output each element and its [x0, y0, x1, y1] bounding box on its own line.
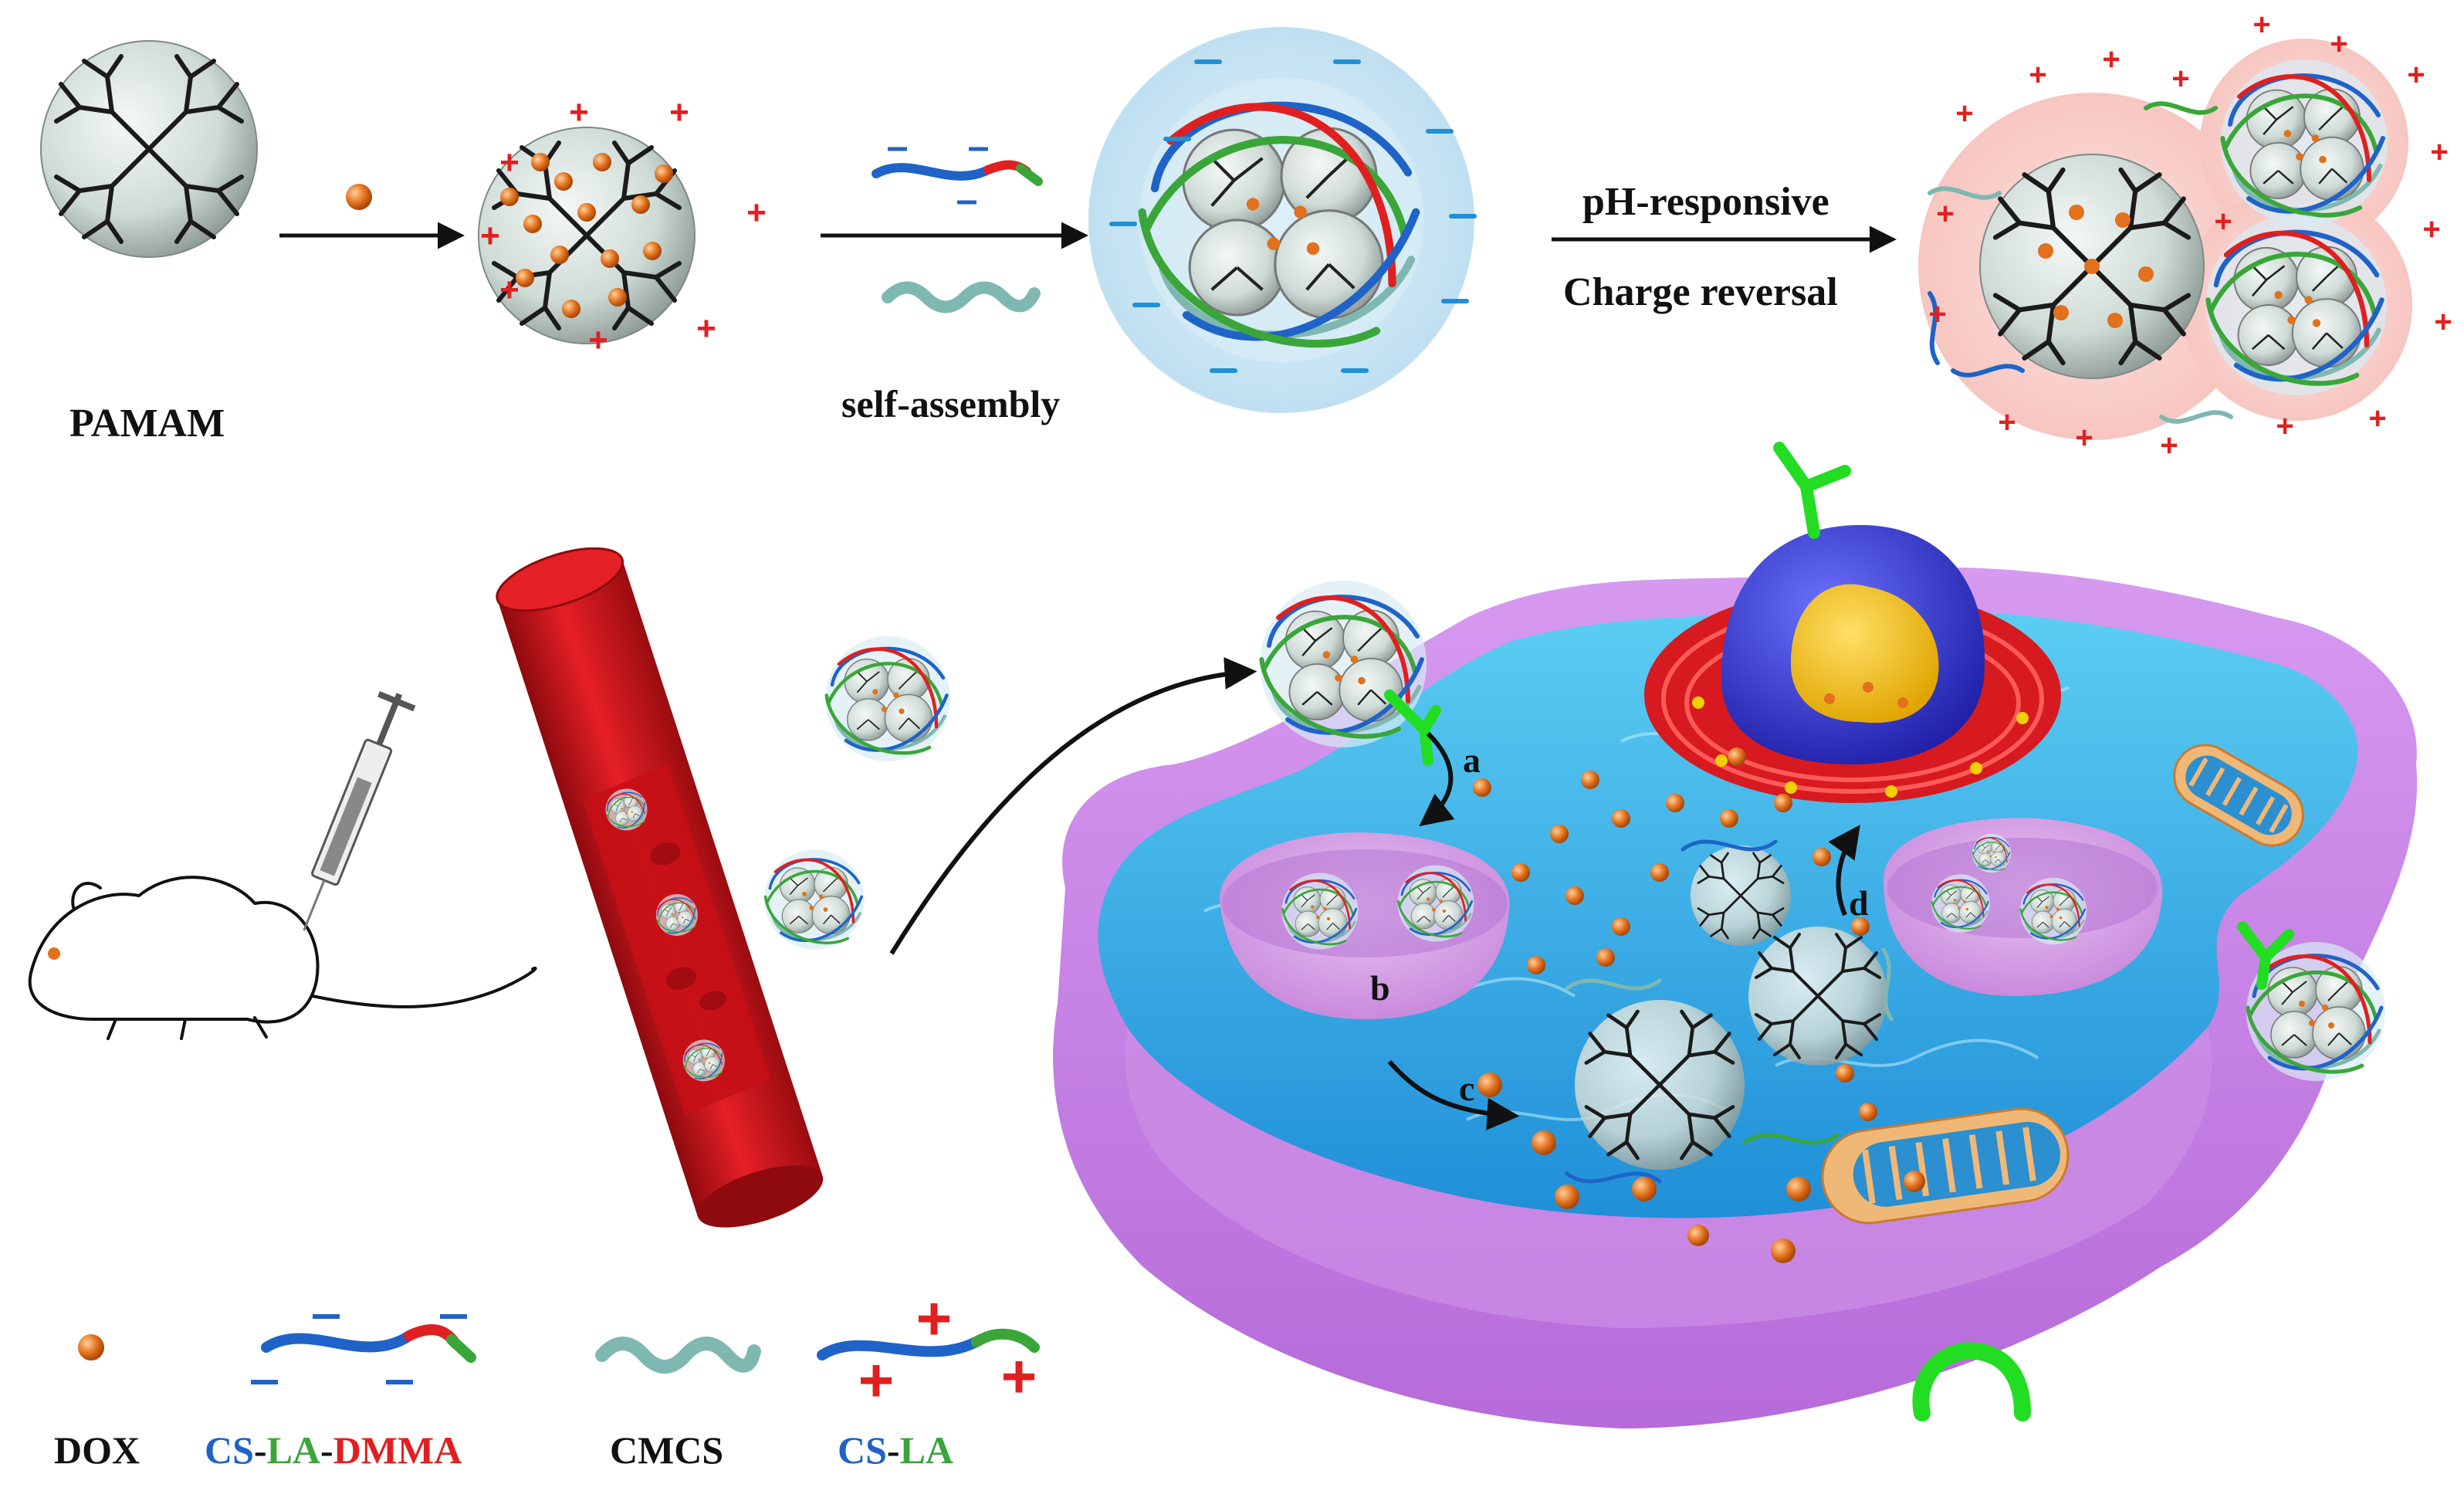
- svg-text:+: +: [588, 321, 608, 359]
- svg-text:+: +: [2422, 212, 2440, 246]
- legend-cs-la-label: CS-LA: [838, 1428, 953, 1472]
- released-polymers: [1565, 839, 1894, 1184]
- svg-text:+: +: [858, 1346, 895, 1415]
- svg-text:+: +: [746, 194, 767, 232]
- svg-text:+: +: [2029, 58, 2046, 92]
- svg-text:+: +: [2102, 42, 2120, 76]
- legend-cs-la-dmma-icon: [251, 1314, 476, 1384]
- legend-cs-la-charges: + + +: [858, 1284, 1037, 1415]
- endosome-icon-2: [1884, 818, 2163, 996]
- nanoparticle-icon: [825, 636, 950, 761]
- svg-text:+: +: [1936, 197, 1954, 231]
- free-dox: [1473, 747, 1925, 1263]
- svg-text:+: +: [669, 93, 689, 131]
- arrow-to-cell: [889, 657, 1257, 955]
- positive-charges-particles: + + + + + + + + + + + + + + + + + +: [1928, 8, 2452, 463]
- receptor-icon: [1773, 442, 1851, 539]
- svg-text:+: +: [2434, 305, 2452, 339]
- svg-text:+: +: [2075, 421, 2093, 455]
- svg-text:+: +: [2252, 8, 2270, 42]
- legend-dox-icon: [78, 1334, 104, 1361]
- ph-responsive-label: pH-responsive: [1582, 180, 1829, 224]
- polymer-chain-icon: [872, 147, 1043, 205]
- blood-vessel-icon: [496, 547, 824, 1228]
- svg-text:+: +: [499, 271, 520, 309]
- step-b-label: b: [1370, 968, 1390, 1008]
- legend-cs-la-icon: [817, 1328, 1040, 1361]
- nucleus-icon: [1644, 525, 2061, 803]
- svg-text:+: +: [2330, 27, 2347, 61]
- syringe-icon: [303, 691, 416, 931]
- nanoparticle-entering-icon: [1260, 581, 1427, 747]
- step-c-label: c: [1459, 1069, 1474, 1108]
- arrow-step-a: [1419, 731, 1455, 827]
- step-a-label: a: [1463, 740, 1481, 780]
- cmcs-chain-icon: [882, 281, 1041, 313]
- svg-text:+: +: [1001, 1342, 1037, 1411]
- svg-text:+: +: [2160, 429, 2178, 463]
- pamam-dendrimer-icon: [40, 40, 258, 258]
- svg-text:+: +: [2171, 62, 2189, 96]
- svg-text:+: +: [569, 93, 589, 131]
- pamam-label: PAMAM: [69, 402, 225, 446]
- charge-reversal-label: Charge reversal: [1563, 270, 1838, 314]
- svg-text:+: +: [696, 310, 716, 347]
- svg-text:+: +: [2407, 58, 2425, 92]
- mouse-icon: [28, 876, 537, 1040]
- self-assembly-label: self-assembly: [841, 382, 1060, 425]
- receptor-icon-2: [1384, 690, 1441, 766]
- step-d-label: d: [1849, 883, 1869, 923]
- arrow-step-c: [1387, 1060, 1520, 1130]
- svg-text:+: +: [2214, 205, 2232, 239]
- svg-text:+: +: [480, 217, 500, 255]
- receptor-icon-3: [2237, 921, 2294, 990]
- endosome-icon: [1220, 832, 1510, 1019]
- released-dendrimer-icon-3: [1691, 845, 1791, 946]
- svg-text:+: +: [1928, 297, 1946, 331]
- charge-reversed-particles-icon: [1918, 39, 2412, 440]
- released-dendrimer-icon-2: [1748, 927, 1887, 1066]
- svg-text:+: +: [2368, 402, 2386, 435]
- svg-text:+: +: [2276, 409, 2293, 443]
- pamam-dox-complex-icon: [478, 127, 696, 344]
- negative-charges-nanoparticle: [1109, 59, 1477, 373]
- arrow-step-d: [1828, 825, 1860, 917]
- assembled-nanoparticle-icon: [1088, 27, 1474, 413]
- svg-text:+: +: [1955, 97, 1973, 130]
- svg-text:+: +: [499, 144, 520, 181]
- positive-charges-complex: + + + + + + + +: [480, 93, 767, 359]
- legend-cmcs-icon: [595, 1337, 761, 1374]
- svg-text:+: +: [916, 1284, 953, 1353]
- legend: DOX CS-LA-DMMA CMCS + + + CS-LA: [54, 1284, 1040, 1472]
- svg-text:+: +: [2430, 135, 2448, 169]
- nanoparticle-icon-2: [763, 848, 866, 951]
- legend-cmcs-label: CMCS: [610, 1428, 723, 1472]
- svg-text:+: +: [1998, 405, 2016, 439]
- released-dendrimer-icon: [1575, 1000, 1745, 1170]
- legend-dox-label: DOX: [54, 1428, 140, 1472]
- legend-cs-la-dmma-label: CS-LA-DMMA: [205, 1428, 462, 1472]
- dox-drug-icon: [346, 184, 372, 210]
- receptor-icon-4: [1912, 1342, 2031, 1422]
- mitochondrion-icon: [2173, 744, 2304, 847]
